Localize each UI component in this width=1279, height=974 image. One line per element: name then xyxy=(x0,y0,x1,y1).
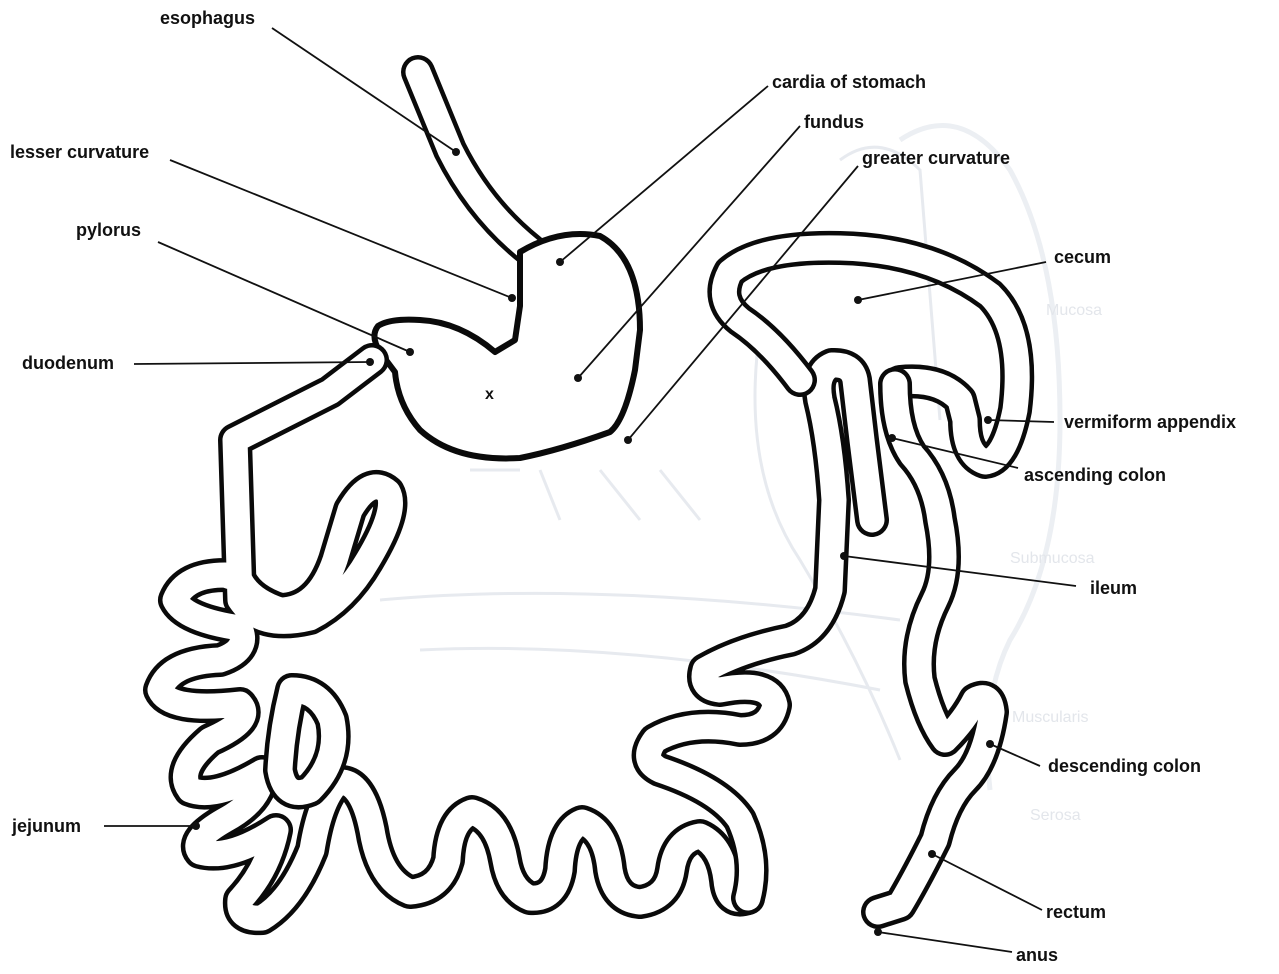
label-duodenum: duodenum xyxy=(22,353,114,373)
label-fundus: fundus xyxy=(804,112,864,132)
stomach-shape xyxy=(374,234,640,458)
stomach-x-marker: x xyxy=(485,386,494,403)
label-rectum: rectum xyxy=(1046,902,1106,922)
label-lesser-curvature: lesser curvature xyxy=(10,142,149,162)
ghost-mucosa: Mucosa xyxy=(1046,302,1102,319)
ileum-shape xyxy=(649,365,872,898)
label-descending-colon: descending colon xyxy=(1048,756,1201,776)
ghost-submucosa: Submucosa xyxy=(1010,550,1095,567)
label-jejunum: jejunum xyxy=(11,816,81,836)
ghost-serosa: Serosa xyxy=(1030,807,1081,824)
label-esophagus: esophagus xyxy=(160,8,255,28)
label-vermiform-appendix: vermiform appendix xyxy=(1064,412,1236,432)
label-ascending-colon: ascending colon xyxy=(1024,465,1166,485)
label-cecum: cecum xyxy=(1054,247,1111,267)
ghost-muscularis: Muscularis xyxy=(1012,709,1088,726)
label-ileum: ileum xyxy=(1090,578,1137,598)
jejunum-loops-shape xyxy=(280,690,334,793)
label-anus: anus xyxy=(1016,945,1058,965)
label-cardia-of-stomach: cardia of stomach xyxy=(772,72,926,92)
label-greater-curvature: greater curvature xyxy=(862,148,1010,168)
label-pylorus: pylorus xyxy=(76,220,141,240)
